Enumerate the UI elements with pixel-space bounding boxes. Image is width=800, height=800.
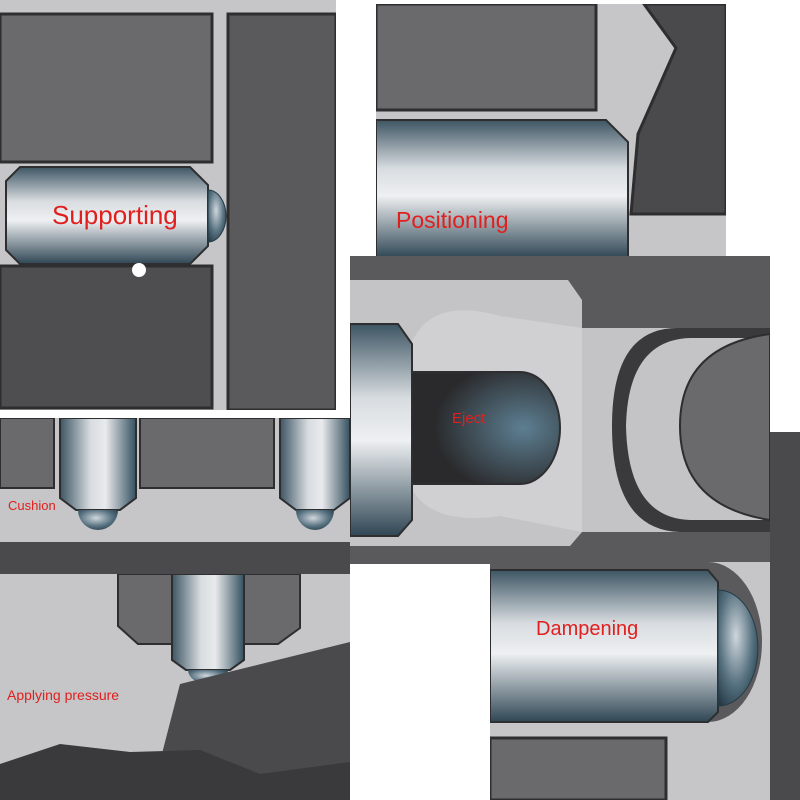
applying-pressure-panel: Applying pressure [0,574,350,800]
positioning-label: Positioning [396,207,509,233]
cushion-panel: Cushion [0,418,350,574]
cushion-label: Cushion [8,498,56,513]
supporting-illustration [0,12,336,410]
positioning-illustration [376,4,726,258]
eject-panel: Eject [350,256,770,564]
cushion-illustration [0,418,350,574]
positioning-panel: Positioning [376,4,726,258]
eject-illustration [350,256,770,564]
eject-label: Eject [452,410,486,427]
dampening-illustration [490,562,762,800]
right-edge-strip [770,432,800,800]
dampening-label: Dampening [536,618,639,640]
applying-pressure-label: Applying pressure [7,687,120,703]
applying-pressure-illustration [0,574,350,800]
dampening-panel: Dampening [490,562,770,800]
supporting-label: Supporting [52,200,178,230]
supporting-panel: Supporting [0,0,336,410]
